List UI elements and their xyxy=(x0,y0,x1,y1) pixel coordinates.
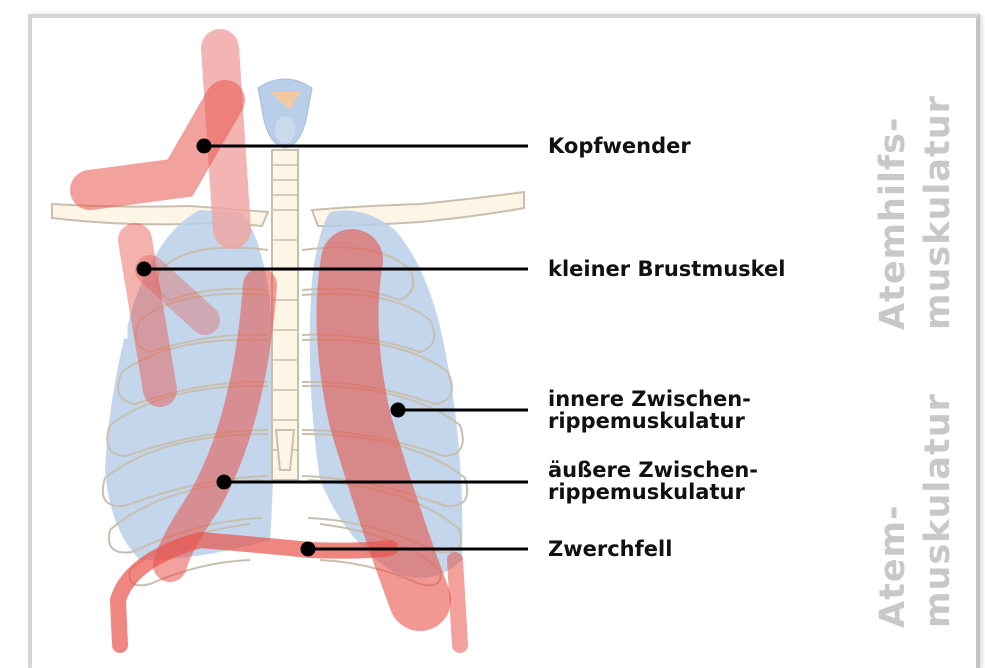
label-kopfwender: Kopfwender xyxy=(548,135,691,157)
side-label-atem: Atem- xyxy=(873,504,913,628)
side-label-atem-muskulatur: muskulatur xyxy=(918,393,958,628)
muscle-zwerchfell-right xyxy=(455,560,460,645)
dot-innere xyxy=(392,404,404,416)
dot-zwerchfell xyxy=(302,543,314,555)
label-aeussere-zwischen: äußere Zwischen- xyxy=(548,459,758,481)
larynx xyxy=(258,79,312,148)
dot-aeussere xyxy=(218,476,230,488)
muscle-zwerchfell xyxy=(118,540,390,645)
label-kleiner-brustmuskel: kleiner Brustmuskel xyxy=(548,258,786,280)
spine xyxy=(272,150,298,480)
label-zwerchfell: Zwerchfell xyxy=(548,538,672,560)
label-aeussere-rippemuskulatur: rippemuskulatur xyxy=(548,481,745,503)
side-label-atemhilfs: Atemhilfs- xyxy=(873,116,913,330)
dot-kopfwender xyxy=(198,140,210,152)
label-innere-zwischen: innere Zwischen- xyxy=(548,388,751,410)
dot-brustmuskel xyxy=(138,263,150,275)
label-innere-rippemuskulatur: rippemuskulatur xyxy=(548,410,745,432)
side-label-atemhilfs-muskulatur: muskulatur xyxy=(918,95,958,330)
